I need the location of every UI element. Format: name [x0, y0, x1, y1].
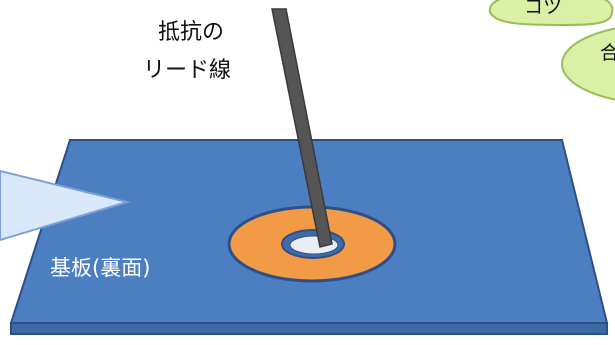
board-label: 基板(裏面)	[50, 256, 151, 280]
callout-bubble	[0, 169, 131, 242]
tip-bubble-back	[561, 27, 615, 101]
tip-bubble	[488, 0, 614, 27]
lead-wire	[271, 8, 333, 248]
tip-label: コツ	[524, 0, 563, 18]
lead-wire-label-line2: リード線	[143, 58, 232, 83]
bubble-label: 合	[600, 42, 615, 64]
board-front-edge	[10, 322, 608, 335]
lead-wire-label-line1: 抵抗の	[158, 20, 225, 45]
